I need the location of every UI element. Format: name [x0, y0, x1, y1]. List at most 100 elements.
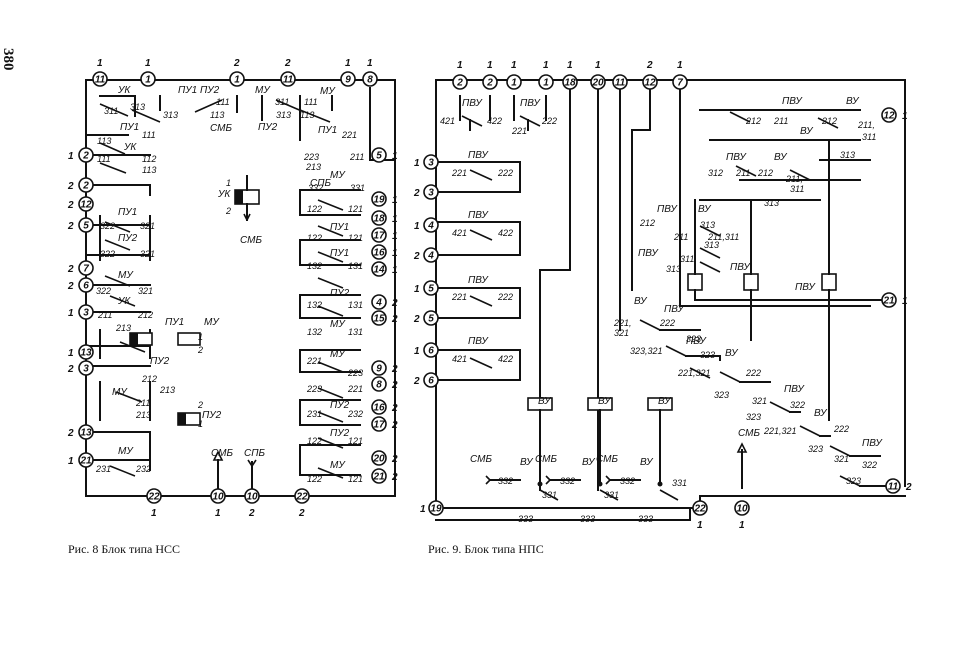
- svg-text:311: 311: [790, 184, 804, 194]
- svg-text:18: 18: [373, 214, 385, 225]
- fig8-bottom-terminals: 22 10 10 22: [146, 488, 310, 504]
- svg-text:221: 221: [306, 356, 322, 366]
- svg-text:1: 1: [145, 75, 151, 86]
- svg-text:19: 19: [430, 504, 442, 515]
- svg-text:5: 5: [83, 221, 89, 232]
- svg-text:1: 1: [68, 456, 74, 467]
- svg-text:211: 211: [735, 168, 750, 178]
- svg-text:2: 2: [486, 78, 493, 89]
- svg-text:2: 2: [197, 345, 203, 355]
- svg-text:2: 2: [646, 60, 653, 71]
- svg-text:ВУ: ВУ: [774, 152, 788, 163]
- svg-text:ПВУ: ПВУ: [462, 98, 483, 109]
- svg-text:ПВУ: ПВУ: [782, 96, 803, 107]
- svg-text:422: 422: [487, 116, 502, 126]
- figure-9-caption: Рис. 9. Блок типа НПС: [428, 542, 544, 556]
- svg-text:12: 12: [644, 78, 656, 89]
- svg-text:222: 222: [497, 168, 513, 178]
- svg-text:22: 22: [693, 504, 706, 515]
- svg-text:СМБ: СМБ: [596, 454, 618, 465]
- svg-text:321: 321: [140, 221, 155, 231]
- svg-text:ВУ: ВУ: [725, 348, 739, 359]
- svg-text:2: 2: [413, 188, 420, 199]
- svg-text:113: 113: [142, 165, 156, 175]
- svg-text:212: 212: [137, 310, 153, 320]
- svg-text:312: 312: [708, 168, 723, 178]
- svg-text:5: 5: [428, 314, 434, 325]
- svg-text:221: 221: [511, 126, 527, 136]
- svg-text:МУ: МУ: [118, 270, 134, 281]
- fig9-bottom-pins: 1 1 1: [420, 504, 745, 531]
- svg-text:21: 21: [79, 456, 92, 467]
- svg-text:11: 11: [888, 482, 899, 493]
- svg-text:211,: 211,: [785, 174, 803, 184]
- fig9-right-terminals: 12 21 11: [881, 107, 901, 494]
- svg-text:2: 2: [413, 251, 420, 262]
- svg-text:121: 121: [348, 474, 363, 484]
- svg-text:1: 1: [215, 508, 221, 519]
- svg-text:3: 3: [428, 188, 434, 199]
- fig9-top-terminals: 2 2 1 1 18 20 11 12 7: [452, 74, 688, 90]
- svg-text:323: 323: [700, 350, 715, 360]
- svg-text:16: 16: [373, 248, 385, 259]
- svg-text:221: 221: [341, 130, 357, 140]
- svg-text:МУ: МУ: [330, 460, 346, 471]
- svg-text:1: 1: [487, 60, 493, 71]
- svg-text:ВУ: ВУ: [582, 457, 596, 468]
- svg-text:ВУ: ВУ: [640, 457, 654, 468]
- fig9-right-pins: 1 1 2: [902, 111, 912, 493]
- svg-text:313: 313: [130, 102, 145, 112]
- svg-text:311: 311: [680, 254, 694, 264]
- svg-text:ПУ1: ПУ1: [330, 248, 349, 259]
- svg-text:132: 132: [307, 261, 322, 271]
- svg-text:422: 422: [498, 354, 513, 364]
- svg-text:213: 213: [159, 385, 175, 395]
- svg-text:331: 331: [350, 183, 365, 193]
- svg-text:321: 321: [614, 328, 629, 338]
- svg-text:ПУ2: ПУ2: [202, 410, 222, 421]
- svg-text:15: 15: [373, 314, 385, 325]
- svg-text:СМБ: СМБ: [535, 454, 557, 465]
- svg-text:2: 2: [391, 472, 398, 483]
- svg-text:2: 2: [67, 200, 74, 211]
- svg-text:213: 213: [115, 323, 131, 333]
- svg-text:13: 13: [80, 348, 92, 359]
- svg-text:1: 1: [345, 58, 351, 69]
- svg-text:2: 2: [391, 298, 398, 309]
- svg-text:10: 10: [736, 504, 748, 515]
- svg-text:321: 321: [752, 396, 767, 406]
- svg-text:1: 1: [543, 60, 549, 71]
- svg-text:122: 122: [307, 436, 322, 446]
- svg-text:ПУ1: ПУ1: [318, 125, 337, 136]
- svg-text:2: 2: [456, 78, 463, 89]
- svg-text:2: 2: [298, 508, 305, 519]
- svg-text:21: 21: [882, 296, 895, 307]
- svg-text:311: 311: [275, 97, 289, 107]
- svg-text:ПУ2: ПУ2: [330, 288, 350, 299]
- fig8-left-pins: 1 2 2 2 2 2 1 1 2 2 1: [67, 151, 74, 467]
- svg-text:212: 212: [639, 218, 655, 228]
- svg-text:223: 223: [306, 384, 322, 394]
- svg-text:211: 211: [349, 152, 364, 162]
- svg-text:СМБ: СМБ: [211, 448, 233, 459]
- svg-text:ВУ: ВУ: [598, 396, 612, 407]
- svg-text:122: 122: [307, 204, 322, 214]
- svg-text:1: 1: [68, 348, 74, 359]
- svg-text:13: 13: [80, 428, 92, 439]
- svg-text:421: 421: [452, 228, 467, 238]
- svg-text:ПВУ: ПВУ: [638, 248, 659, 259]
- svg-text:323: 323: [846, 476, 861, 486]
- svg-text:221,: 221,: [613, 318, 632, 328]
- svg-text:ПВУ: ПВУ: [726, 152, 747, 163]
- svg-text:333: 333: [580, 514, 595, 524]
- fig9-bottom-terminals: 19 22 10: [428, 500, 750, 516]
- svg-text:323,321: 323,321: [630, 346, 663, 356]
- svg-text:19: 19: [373, 195, 385, 206]
- svg-text:333: 333: [638, 514, 653, 524]
- svg-text:ПУ1: ПУ1: [118, 207, 137, 218]
- svg-text:212: 212: [141, 374, 157, 384]
- svg-text:211,311: 211,311: [707, 232, 739, 242]
- svg-text:МУ: МУ: [330, 170, 346, 181]
- svg-text:321: 321: [138, 286, 153, 296]
- svg-text:ПУ2: ПУ2: [118, 233, 138, 244]
